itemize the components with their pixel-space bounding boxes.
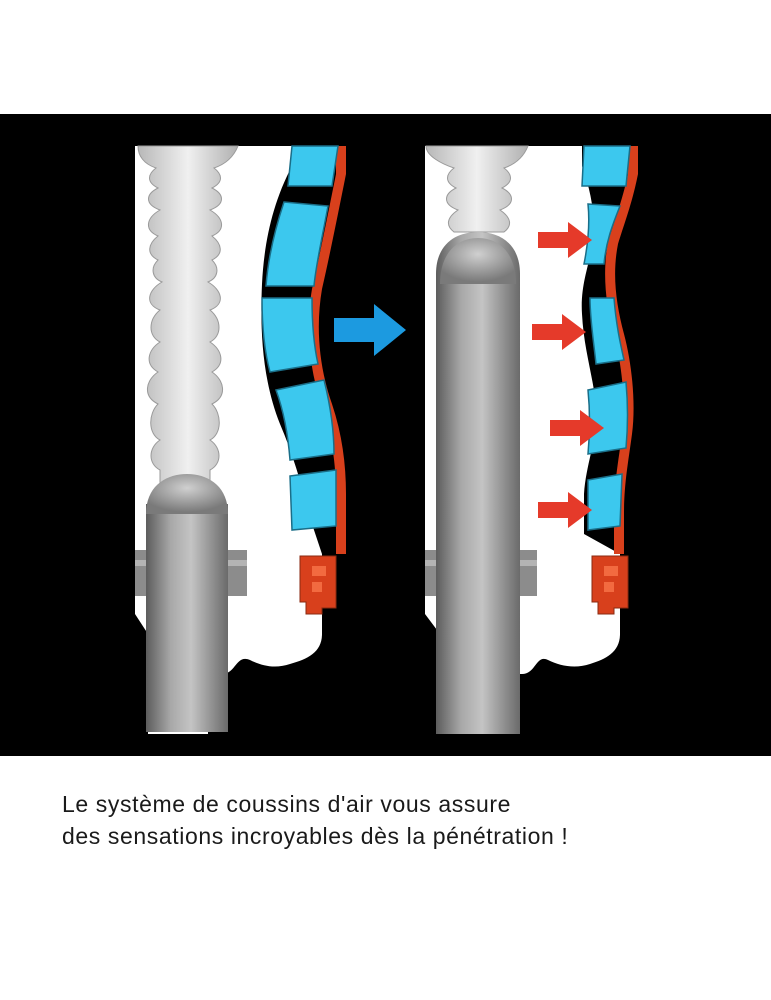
inner-channel <box>425 145 529 233</box>
arrow-right-icon <box>334 304 406 356</box>
air-cushion-diagram <box>135 145 638 734</box>
shaft <box>436 232 520 734</box>
shaft <box>146 504 228 732</box>
diagram-panel <box>0 114 771 756</box>
arrow-right-icon <box>538 492 592 528</box>
air-cushion <box>589 297 625 365</box>
air-cushions <box>581 145 631 531</box>
caption-line-2: des sensations incroyables dès la pénétr… <box>62 823 569 849</box>
air-cushion <box>265 201 329 287</box>
caption-line-1: Le système de coussins d'air vous assure <box>62 791 511 817</box>
sleeve-in-use <box>425 145 638 734</box>
air-cushions <box>261 145 339 531</box>
air-cushion <box>287 145 339 187</box>
shaft-head <box>146 474 228 514</box>
air-cushion <box>587 473 623 531</box>
air-cushion <box>587 381 629 455</box>
air-cushion <box>261 297 319 373</box>
shaft-head <box>440 238 516 284</box>
air-cushion <box>583 203 622 265</box>
caption: Le système de coussins d'air vous assure… <box>62 788 752 852</box>
air-cushion <box>274 379 335 461</box>
air-cushion <box>581 145 631 187</box>
arrow-right-icon <box>550 410 604 446</box>
air-cushion <box>289 469 337 531</box>
sleeve-at-rest <box>135 145 346 734</box>
arrow-right-icon <box>538 222 592 258</box>
arrow-right-icon <box>532 314 586 350</box>
outer-wall <box>308 146 346 554</box>
